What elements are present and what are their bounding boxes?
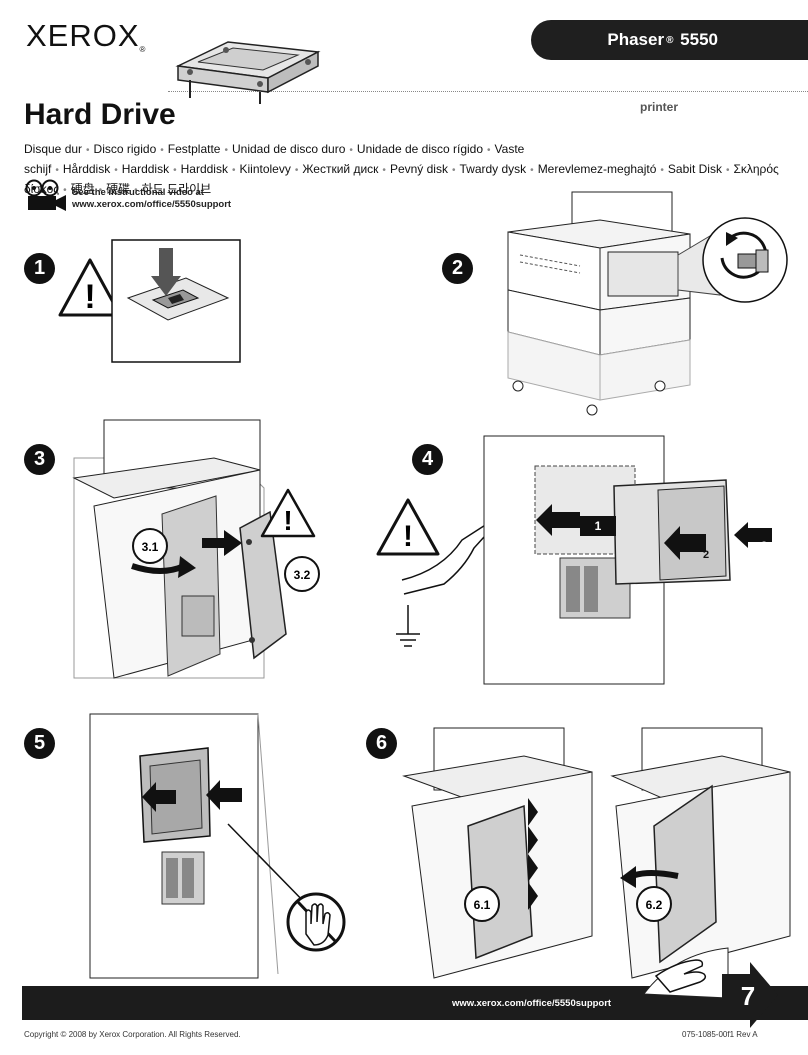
bullet-separator: •: [173, 165, 177, 176]
svg-text:!: !: [403, 520, 413, 553]
bullet-separator: •: [487, 145, 491, 156]
hard-drive-illustration: [168, 28, 328, 106]
bullet-separator: •: [224, 145, 228, 156]
bullet-separator: •: [134, 185, 138, 196]
translation-item: Hårddisk: [62, 162, 111, 176]
translation-item: Sabit Disk: [667, 162, 722, 176]
step-3-illustration: 3.1 ! 3.2: [74, 418, 344, 680]
step-6-1-illustration: 6.1: [404, 726, 600, 978]
bullet-separator: •: [86, 145, 90, 156]
callout-3-2: 3.2: [294, 568, 311, 582]
callout-3-1: 3.1: [142, 540, 159, 554]
xerox-logo: XEROX®: [26, 18, 147, 54]
product-model: 5550: [680, 30, 718, 49]
translation-item: Kiintolevy: [239, 162, 291, 176]
step-1-badge: 1: [24, 253, 55, 284]
translation-item: 하드 드라이브: [141, 182, 212, 196]
bullet-separator: •: [294, 165, 299, 176]
translation-item: 硬盘: [70, 182, 95, 196]
bullet-separator: •: [382, 165, 386, 176]
step-4-badge: 4: [412, 444, 443, 475]
bullet-separator: •: [530, 165, 534, 176]
translation-item: Жесткий диск: [302, 162, 379, 176]
translation-item: Festplatte: [167, 142, 221, 156]
step-4-illustration: ! 1 2 2: [380, 430, 772, 686]
arrow-label-2: 2: [703, 549, 709, 561]
bullet-separator: •: [660, 165, 664, 176]
translation-item: Harddisk: [121, 162, 170, 176]
step-6-2-illustration: 6.2: [612, 726, 792, 978]
page-title: Hard Drive: [24, 98, 176, 131]
step-2-illustration: [500, 190, 790, 418]
translation-item: Disque dur: [24, 142, 83, 156]
translation-item: Unidad de disco duro: [231, 142, 346, 156]
next-page-arrow[interactable]: 7: [722, 962, 780, 1033]
page-curl-hand: [643, 947, 729, 999]
translation-item: Merevlemez-meghajtó: [537, 162, 657, 176]
footer-url[interactable]: www.xerox.com/office/5550support: [452, 998, 612, 1009]
step-7-number: 7: [741, 981, 755, 1011]
product-banner: Phaser® 5550: [531, 20, 808, 60]
bullet-separator: •: [160, 145, 164, 156]
bullet-separator: •: [725, 165, 730, 176]
step-3-badge: 3: [24, 444, 55, 475]
step-6-badge: 6: [366, 728, 397, 759]
svg-text:!: !: [84, 278, 95, 316]
document-number: 075-1085-00f1 Rev A: [682, 1030, 758, 1039]
translation-item: Pevný disk: [389, 162, 448, 176]
product-name: Phaser: [607, 30, 665, 49]
translation-item: Twardy dysk: [459, 162, 527, 176]
bullet-separator: •: [63, 185, 67, 196]
translation-item: Vaste schijf: [24, 142, 525, 176]
arrow-label-1: 1: [595, 519, 602, 533]
step-1-illustration: !: [58, 238, 244, 364]
video-note: See the instructional video at www.xerox…: [72, 187, 232, 210]
translation-item: 硬碟: [106, 182, 131, 196]
header-divider: [168, 91, 808, 92]
video-url[interactable]: www.xerox.com/office/5550support: [72, 199, 232, 210]
translation-item: Disco rigido: [93, 142, 157, 156]
step-2-badge: 2: [442, 253, 473, 284]
bullet-separator: •: [114, 165, 118, 176]
step-5-badge: 5: [24, 728, 55, 759]
bullet-separator: •: [349, 145, 353, 156]
callout-6-1: 6.1: [474, 898, 491, 912]
bullet-separator: •: [55, 165, 59, 176]
product-kind: printer: [640, 100, 679, 114]
svg-text:!: !: [283, 505, 292, 536]
step-5-illustration: [88, 712, 368, 980]
callout-6-2: 6.2: [646, 898, 663, 912]
copyright: Copyright © 2008 by Xerox Corporation. A…: [24, 1030, 241, 1039]
bullet-separator: •: [451, 165, 456, 176]
arrow-label-2b: 2: [761, 540, 767, 552]
translation-item: Harddisk: [180, 162, 228, 176]
video-camera-icon: [25, 179, 66, 211]
translations: Disque dur•Disco rigido•Festplatte•Unida…: [24, 140, 794, 200]
bullet-separator: •: [98, 185, 103, 196]
bullet-separator: •: [231, 165, 236, 176]
translation-item: Unidade de disco rígido: [356, 142, 484, 156]
